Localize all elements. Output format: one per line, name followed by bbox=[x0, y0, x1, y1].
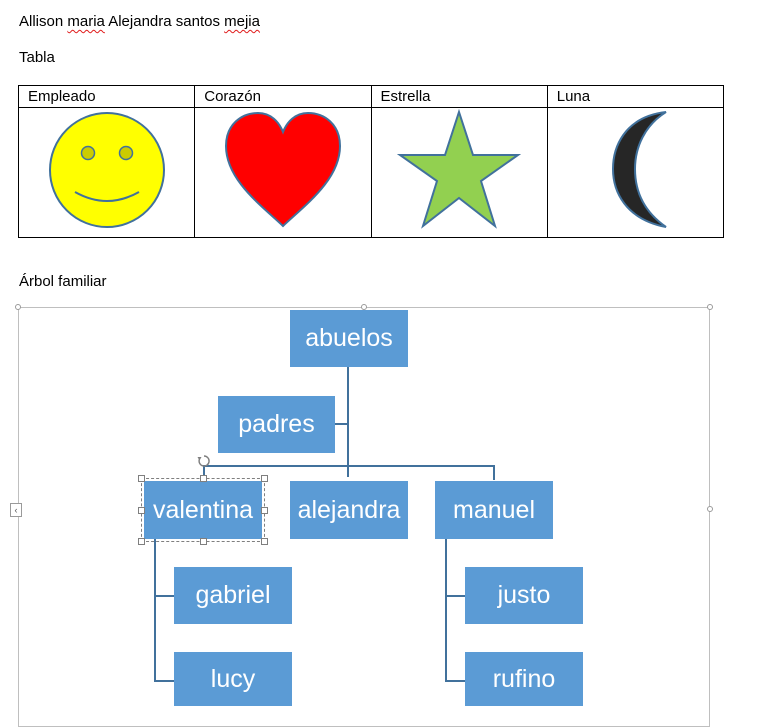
name-word-2: Alejandra santos bbox=[104, 13, 225, 30]
text-pane-toggle-icon[interactable]: ‹ bbox=[10, 503, 22, 517]
canvas-handle-tr[interactable] bbox=[707, 304, 713, 310]
canvas-handle-top[interactable] bbox=[361, 304, 367, 310]
selection-frame[interactable] bbox=[141, 478, 265, 542]
node-manuel[interactable]: manuel bbox=[435, 481, 553, 539]
node-lucy[interactable]: lucy bbox=[174, 652, 292, 706]
selection-handle-top[interactable] bbox=[200, 475, 207, 482]
canvas-handle-tl[interactable] bbox=[15, 304, 21, 310]
header-estrella[interactable]: Estrella bbox=[370, 85, 548, 108]
smiley-face-icon[interactable] bbox=[47, 110, 167, 230]
name-word-1: Allison bbox=[19, 13, 68, 30]
selection-handle-tl[interactable] bbox=[138, 475, 145, 482]
connector-gabriel bbox=[154, 595, 174, 597]
node-abuelos[interactable]: abuelos bbox=[290, 310, 408, 367]
node-padres[interactable]: padres bbox=[218, 396, 335, 453]
cell-smiley[interactable] bbox=[17, 107, 196, 238]
misspelled-word-maria[interactable]: maria bbox=[67, 13, 105, 30]
table-header-row: Empleado Corazón Estrella Luna bbox=[17, 85, 725, 108]
node-justo[interactable]: justo bbox=[465, 567, 583, 624]
family-tree-heading: Árbol familiar bbox=[19, 273, 107, 290]
misspelled-word-mejia[interactable]: mejia bbox=[224, 13, 260, 30]
header-empleado[interactable]: Empleado bbox=[17, 85, 196, 108]
connector-assistant bbox=[335, 423, 348, 425]
cell-heart[interactable] bbox=[194, 107, 372, 238]
connector-children-bar bbox=[203, 465, 495, 467]
table-heading: Tabla bbox=[19, 49, 55, 66]
connector-rufino bbox=[445, 680, 465, 682]
connector-valentina bbox=[203, 465, 205, 480]
selection-handle-left[interactable] bbox=[138, 507, 145, 514]
node-rufino[interactable]: rufino bbox=[465, 652, 583, 706]
selection-handle-bl[interactable] bbox=[138, 538, 145, 545]
selection-handle-br[interactable] bbox=[261, 538, 268, 545]
heart-icon[interactable] bbox=[222, 110, 344, 230]
connector-manuel-branch bbox=[445, 539, 447, 682]
table-shapes-row bbox=[17, 107, 725, 238]
selection-handle-bottom[interactable] bbox=[200, 538, 207, 545]
selection-handle-tr[interactable] bbox=[261, 475, 268, 482]
author-name-line[interactable]: Allison maria Alejandra santos mejia bbox=[19, 13, 260, 30]
connector-root-vertical bbox=[347, 367, 349, 477]
node-valentina[interactable]: valentina bbox=[144, 481, 262, 539]
connector-justo bbox=[445, 595, 465, 597]
connector-manuel bbox=[493, 465, 495, 480]
star-icon[interactable] bbox=[396, 108, 522, 231]
cell-moon[interactable] bbox=[546, 107, 725, 238]
rotate-handle-icon[interactable] bbox=[197, 454, 211, 468]
node-gabriel[interactable]: gabriel bbox=[174, 567, 292, 624]
connector-valentina-branch bbox=[154, 539, 156, 682]
header-luna[interactable]: Luna bbox=[546, 85, 725, 108]
selection-handle-right[interactable] bbox=[261, 507, 268, 514]
connector-lucy bbox=[154, 680, 174, 682]
shapes-table[interactable]: Empleado Corazón Estrella Luna bbox=[17, 85, 725, 238]
crescent-moon-icon[interactable] bbox=[573, 109, 697, 231]
header-corazon[interactable]: Corazón bbox=[194, 85, 372, 108]
node-alejandra[interactable]: alejandra bbox=[290, 481, 408, 539]
cell-star[interactable] bbox=[370, 107, 548, 238]
canvas-handle-right[interactable] bbox=[707, 506, 713, 512]
